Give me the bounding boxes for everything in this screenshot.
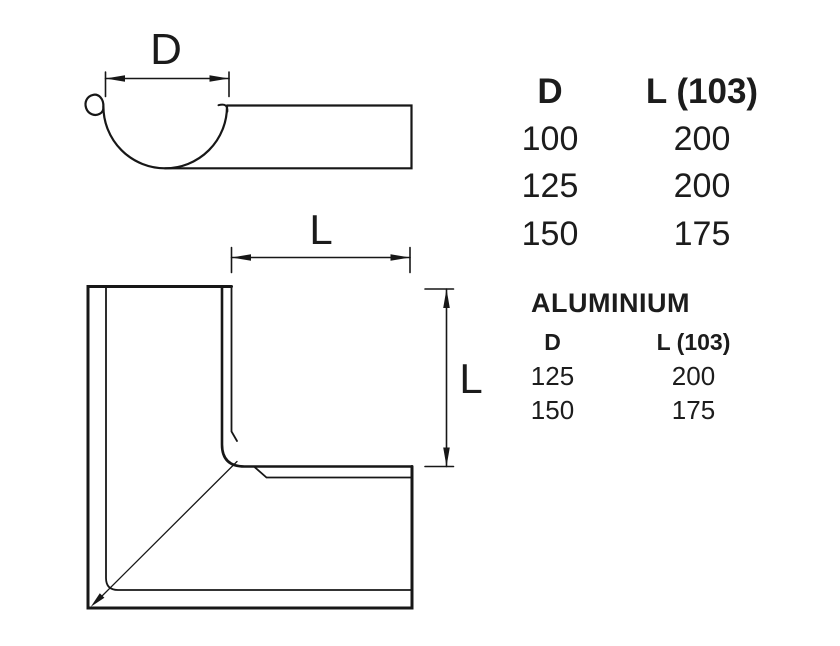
dim-d-arrow-right (209, 75, 229, 82)
steel-table-header-row: D L (103) (510, 68, 814, 116)
corner-outer-outline (86, 285, 414, 610)
steel-d-value: 100 (521, 119, 579, 158)
corner-inner-front-line (220, 285, 414, 468)
dim-d-arrow-left (105, 75, 125, 82)
table-row: 150 175 (510, 393, 792, 427)
aluminium-section-title: ALUMINIUM (531, 288, 690, 318)
aluminium-d-value: 150 (530, 394, 575, 425)
corner-miter-diagonal (95, 460, 238, 603)
dim-lv-arrow-top (443, 289, 450, 308)
dim-lh-arrow-right (390, 254, 410, 261)
aluminium-header-d: D (544, 328, 561, 355)
table-row: 125 200 (510, 359, 792, 393)
dimension-label-d: D (150, 25, 182, 74)
table-row: 100 200 (510, 116, 814, 164)
aluminium-header-l: L (103) (656, 328, 731, 355)
corner-inner-back-line (105, 285, 413, 591)
steel-d-value: 150 (521, 214, 579, 253)
steel-size-table: D L (103) 100 200 125 200 150 175 (510, 68, 814, 258)
gutter-body-outline (163, 104, 413, 170)
corner-bead-jog-horizontal (253, 465, 413, 479)
profile-dimension-d (104, 71, 230, 98)
table-row: 125 200 (510, 163, 814, 211)
corner-elbow-view: L L (86, 206, 483, 610)
dimension-label-l-vertical: L (459, 355, 482, 402)
steel-d-value: 125 (521, 167, 579, 206)
aluminium-l-value: 200 (671, 360, 716, 391)
gutter-back-hook (217, 103, 229, 113)
corner-bead-jog-vertical (230, 285, 238, 442)
aluminium-table-header-row: D L (103) (510, 325, 792, 359)
steel-l-value: 200 (673, 119, 731, 158)
corner-dimension-l-horizontal (230, 246, 411, 274)
gutter-profile-view: D (84, 25, 413, 170)
aluminium-size-table: D L (103) 125 200 150 175 (510, 325, 792, 427)
aluminium-d-value: 125 (530, 360, 575, 391)
corner-miter-arrowhead (90, 593, 105, 607)
gutter-curl-bead (84, 93, 105, 117)
corner-dimension-l-vertical (424, 288, 455, 468)
aluminium-l-value: 175 (671, 394, 716, 425)
table-row: 150 175 (510, 211, 814, 259)
dim-lh-arrow-left (231, 254, 251, 261)
dim-lv-arrow-bottom (443, 447, 450, 467)
dimension-label-l-horizontal: L (309, 206, 332, 253)
steel-header-d: D (537, 71, 563, 111)
steel-header-l: L (103) (645, 71, 759, 111)
gutter-bowl-arc (102, 105, 229, 170)
steel-l-value: 175 (673, 214, 731, 253)
steel-l-value: 200 (673, 167, 731, 206)
